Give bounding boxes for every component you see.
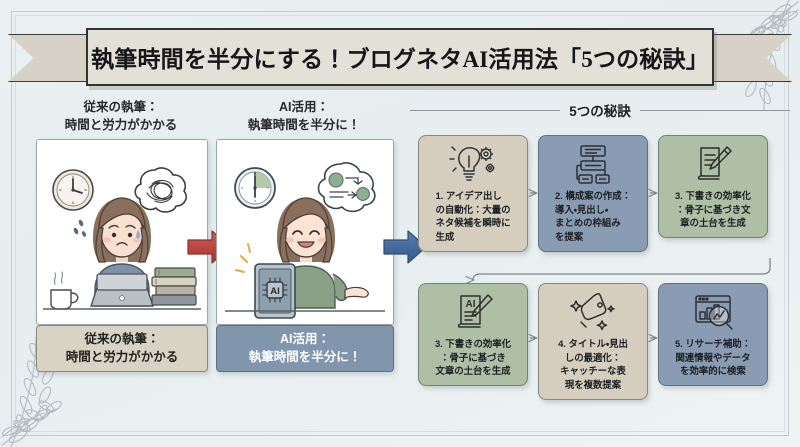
secret-card-6[interactable]: 5. リサーチ補助： 関連情報やデータ を効率的に検索	[658, 283, 768, 387]
after-caption: AI活用： 執筆時間を半分に！	[216, 325, 394, 372]
price-tag-sparkle-icon	[570, 291, 616, 335]
secret-card-5-text: 4. タイトル・見出 しの最適化： キャッチーな表 現を複数提案	[558, 338, 628, 391]
heading-rule-right	[639, 109, 791, 111]
before-illustration-card	[36, 139, 208, 325]
secret-card-4-text: 3. 下書きの効率化 ：骨子に基づき 文章の土台を生成	[434, 338, 512, 377]
title-ribbon: 執筆時間を半分にする！ブログネタAI活用法「5つの秘訣」	[0, 28, 800, 86]
ai-document-pencil-icon: AI	[450, 291, 496, 335]
secret-card-1[interactable]: 1. アイデア出し の自動化：大量の ネタ候補を瞬時に 生成	[418, 135, 528, 252]
document-pencil-icon	[690, 143, 736, 187]
secret-card-4[interactable]: AI 3. 下書きの効率化 ：骨子に基づき 文章の土台を生成	[418, 283, 528, 387]
happy-writer-with-ai-tablet-illustration: AI	[217, 140, 393, 324]
svg-text:AI: AI	[270, 286, 280, 297]
secret-card-6-text: 5. リサーチ補助： 関連情報やデータ を効率的に検索	[674, 338, 752, 377]
secret-card-3[interactable]: 3. 下書きの効率化 ：骨子に基づき文 章の土台を生成	[658, 135, 768, 239]
before-heading: 従来の執筆： 時間と労力がかかる	[64, 100, 178, 132]
before-caption: 従来の執筆： 時間と労力がかかる	[36, 325, 208, 372]
after-heading: AI活用： 執筆時間を半分に！	[247, 100, 361, 132]
secrets-heading: 5つの秘訣	[569, 104, 631, 119]
to-secrets-arrow-blue	[383, 230, 427, 264]
hierarchy-outline-icon	[570, 143, 616, 187]
secret-card-2[interactable]: 2. 構成案の作成： 導入・見出し・ まとめの枠組み を提案	[538, 135, 648, 252]
secrets-heading-row: 5つの秘訣	[410, 100, 791, 120]
lightbulb-gear-icon	[449, 143, 497, 187]
page-title: 執筆時間を半分にする！ブログネタAI活用法「5つの秘訣」	[91, 47, 709, 72]
after-illustration-card: AI	[216, 139, 394, 325]
ribbon-body: 執筆時間を半分にする！ブログネタAI活用法「5つの秘訣」	[86, 28, 714, 86]
secret-card-2-text: 2. 構成案の作成： 導入・見出し・ まとめの枠組み を提案	[554, 190, 632, 243]
secret-card-1-text: 1. アイデア出し の自動化：大量の ネタ候補を瞬時に 生成	[435, 190, 511, 243]
browser-chart-magnifier-icon	[689, 291, 737, 335]
secret-card-3-text: 3. 下書きの効率化 ：骨子に基づき文 章の土台を生成	[674, 190, 752, 229]
svg-text:AI: AI	[466, 299, 476, 310]
secret-card-5[interactable]: 4. タイトル・見出 しの最適化： キャッチーな表 現を複数提案	[538, 283, 648, 400]
stressed-writer-illustration	[37, 140, 207, 324]
heading-rule-left	[410, 109, 561, 111]
